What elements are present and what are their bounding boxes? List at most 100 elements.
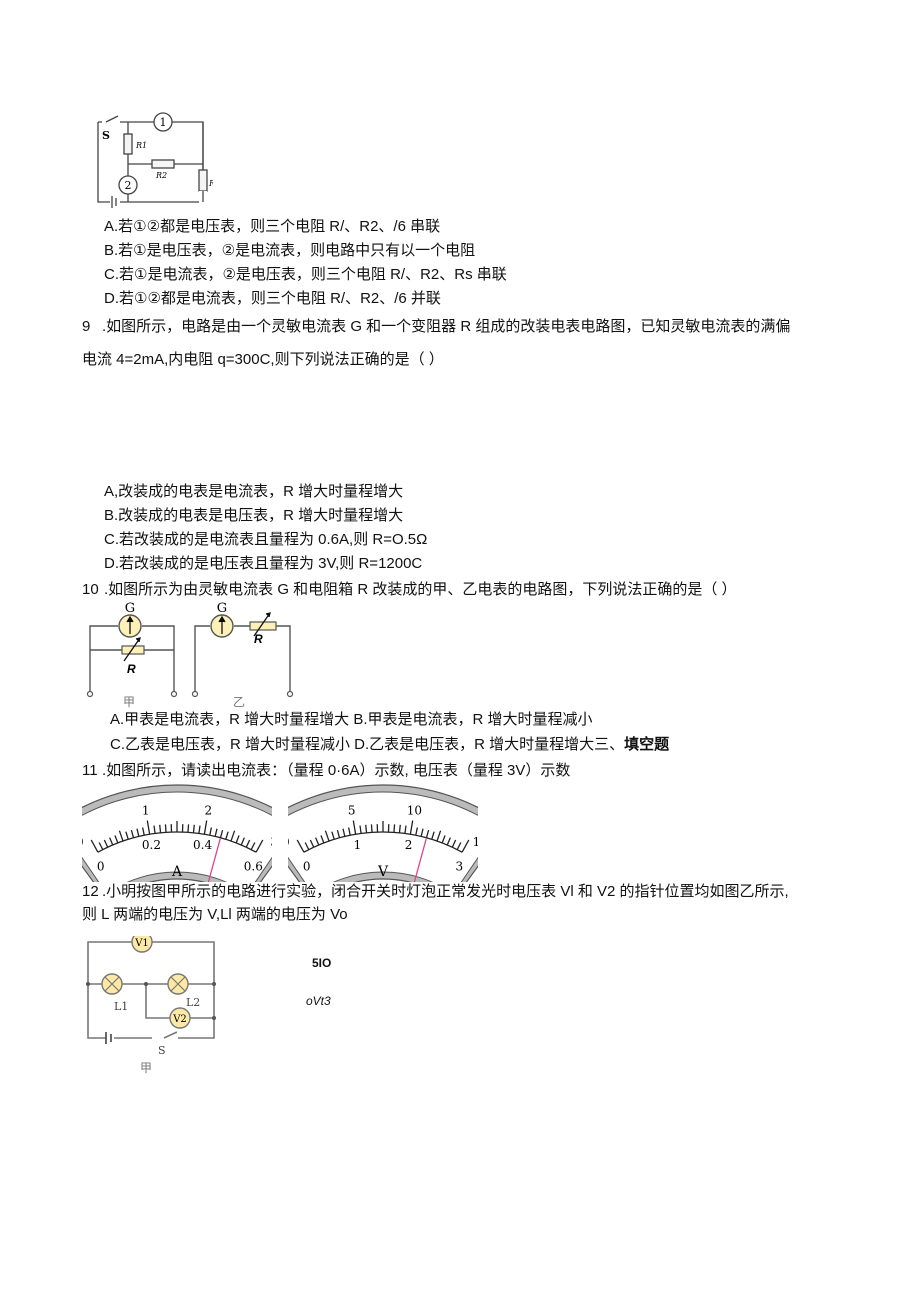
ammeter-top-label: 3 xyxy=(270,835,272,849)
ammeter-tick xyxy=(90,839,99,853)
section-title-fill-blank: 填空题 xyxy=(624,736,670,753)
q10-number: 10 xyxy=(82,581,99,598)
voltmeter-tick xyxy=(304,842,310,850)
ammeter-top-label: 0 xyxy=(82,835,84,849)
voltmeter-tick xyxy=(342,828,346,837)
q9-option-a: A,改装成的电表是电流表，R 增大时量程增大 xyxy=(104,483,404,500)
voltmeter-tick xyxy=(436,830,442,842)
r3-label: R3 xyxy=(208,179,213,188)
ammeter-tick xyxy=(103,839,109,848)
q10-stem: .如图所示为由灵敏电流表 G 和电阻箱 R 改装成的甲、乙电表的电路图，下列说法… xyxy=(104,581,737,598)
q12-caption: 甲 xyxy=(140,1061,152,1075)
voltmeter-tick xyxy=(370,824,373,833)
voltmeter-tick xyxy=(309,839,315,848)
voltmeter-tick xyxy=(320,835,325,844)
ammeter-tick xyxy=(235,835,240,844)
ammeter-top-label: 1 xyxy=(142,804,150,818)
voltmeter-tick xyxy=(296,839,305,853)
yi-caption: 乙 xyxy=(233,695,245,709)
ammeter-bottom-label: 0.2 xyxy=(142,838,161,852)
ammeter-tick xyxy=(209,827,213,836)
ammeter-unit-label: A xyxy=(171,864,183,880)
voltmeter-tick xyxy=(352,820,357,835)
yi-g-label: G xyxy=(217,601,227,616)
voltmeter-tick xyxy=(393,824,396,833)
ammeter-needle xyxy=(207,838,221,882)
v1-label: V1 xyxy=(134,938,149,949)
q12-stray-text2: oVt3 xyxy=(306,994,331,1008)
voltmeter-tick xyxy=(461,839,470,853)
ammeter-top-label: 2 xyxy=(205,804,213,818)
q11-number: 11 xyxy=(82,762,98,779)
voltmeter-top-label: 5 xyxy=(348,804,356,818)
ammeter-tick xyxy=(125,831,129,840)
ammeter-tick xyxy=(225,831,229,840)
voltmeter-tick xyxy=(446,837,451,846)
ammeter-dial: 012300.20.40.6A xyxy=(82,784,272,882)
ammeter-tick xyxy=(98,842,104,850)
voltmeter-tick xyxy=(409,820,414,835)
ammeter-tick xyxy=(214,828,218,837)
voltmeter-tick xyxy=(331,831,335,840)
q12-circuit-diagram: V1 V2 L1 L2 S 甲 xyxy=(86,936,216,1075)
ammeter-tick xyxy=(109,837,114,846)
q8-circuit-diagram: 1 2 S R1 R2 R3 xyxy=(97,112,213,211)
ammeter-bottom-label: 0 xyxy=(97,860,105,874)
q12-stem-line2: 则 L 两端的电压为 V,Ll 两端的电压为 Vo xyxy=(82,906,348,923)
q9-option-d: D.若改装成的是电压表且量程为 3V,则 R=1200C xyxy=(104,555,423,572)
voltmeter-bottom-label: 0 xyxy=(303,860,311,874)
v2-label: V2 xyxy=(172,1014,187,1025)
ammeter-tick xyxy=(141,827,145,836)
ammeter-face xyxy=(82,791,272,882)
ammeter-bottom-label: 0.6 xyxy=(244,860,263,874)
q12-stem-line1: .小明按图甲所示的电路进行实验，闭合开关时灯泡正常发光时电压表 Vl 和 V2 … xyxy=(102,883,789,900)
q9-number: 9 xyxy=(82,318,91,335)
ammeter-tick xyxy=(230,830,236,842)
voltmeter-tick xyxy=(398,824,401,833)
voltmeter-top-label: 0 xyxy=(288,835,290,849)
meter2-label: 2 xyxy=(125,179,132,192)
q9-stem-line2: 电流 4=2mA,内电阻 q=300C,则下列说法正确的是（ ） xyxy=(82,351,444,368)
voltmeter-tick xyxy=(441,835,446,844)
voltmeter-face xyxy=(288,791,478,882)
voltmeter-tick xyxy=(415,827,419,836)
q12-stray-text1: 5IO xyxy=(312,956,332,970)
r1-label: R1 xyxy=(135,141,147,150)
voltmeter-scale-arc xyxy=(303,831,463,853)
ammeter-scale-arc xyxy=(97,831,257,853)
ammeter-tick xyxy=(219,829,224,839)
ammeter-tick xyxy=(114,835,119,844)
ammeter-tick xyxy=(240,837,245,846)
ammeter-tick xyxy=(203,820,208,835)
q11-stem: .如图所示，请读出电流表：（量程 0·6A）示数, 电压表（量程 3V）示数 xyxy=(102,762,571,779)
voltmeter-tick xyxy=(431,831,435,840)
voltmeter-tick xyxy=(425,829,430,839)
q8-option-a: A.若①②都是电压表，则三个电阻 R/、R2、/6 串联 xyxy=(104,218,441,235)
ammeter-tick xyxy=(187,824,190,833)
voltmeter-tick xyxy=(365,824,368,833)
q9-option-b: B.改装成的电表是电压表，R 增大时量程增大 xyxy=(104,507,404,524)
r2-label: R2 xyxy=(155,171,167,180)
jia-r-label: R xyxy=(127,662,136,676)
ammeter-tick xyxy=(192,824,195,833)
voltmeter-tick xyxy=(336,829,341,839)
voltmeter-bottom-label: 3 xyxy=(456,860,464,874)
q10-circuit-diagrams: G G R R 甲 乙 xyxy=(86,601,294,709)
ammeter-tick xyxy=(159,824,162,833)
voltmeter-bottom-label: 1 xyxy=(354,838,362,852)
ammeter-tick xyxy=(118,830,124,842)
q8-option-c: C.若①是电流表，②是电压表，则三个电阻 R/、R2、Rs 串联 xyxy=(104,266,507,283)
voltmeter-dial: 0510150123V xyxy=(288,784,478,882)
ammeter-tick xyxy=(250,842,256,850)
voltmeter-tick xyxy=(456,842,462,850)
ammeter-tick xyxy=(130,829,135,839)
q8-option-b: B.若①是电压表，②是电流表，则电路中只有以一个电阻 xyxy=(104,242,476,259)
ammeter-tick xyxy=(245,839,251,848)
voltmeter-needle xyxy=(413,838,427,882)
l1-label: L1 xyxy=(114,1000,128,1013)
voltmeter-tick xyxy=(420,828,424,837)
q10-options-line2: C.乙表是电压表，R 增大时量程减小 D.乙表是电压表，R 增大时量程增大三、填… xyxy=(110,736,669,754)
voltmeter-tick xyxy=(347,827,351,836)
ammeter-tick xyxy=(146,820,151,835)
voltmeter-bottom-label: 2 xyxy=(405,838,413,852)
